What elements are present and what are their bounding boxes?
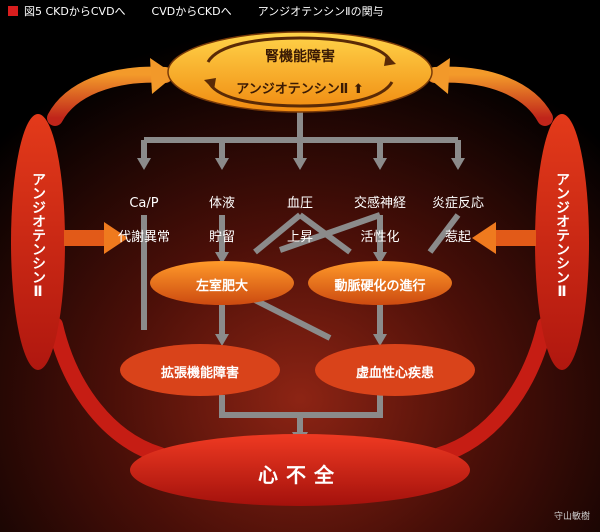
- red-square-marker: [8, 6, 18, 16]
- lvh-label: 左室肥大: [195, 279, 248, 294]
- swirl-top-head: [384, 54, 396, 66]
- arrowhead-right-top: [425, 58, 450, 94]
- ischemic-label: 虚血性心疾患: [355, 366, 434, 381]
- renal-dysfunction-oval: [167, 31, 433, 113]
- up-arrow-icon: ⬆: [352, 82, 364, 97]
- top-subtitle: アンジオテンシンⅡ: [236, 82, 349, 97]
- top-title: 腎機能障害: [265, 49, 335, 65]
- top-subtitle-row: アンジオテンシンⅡ ⬆: [200, 78, 400, 97]
- factor-2-line1: 体液: [208, 196, 235, 211]
- right-side-arrow-shaft: [496, 230, 536, 246]
- heart-failure-oval: [130, 434, 470, 506]
- swirl-bottom: [208, 81, 394, 108]
- arc-right-top: [427, 66, 553, 126]
- flow-arrowheads: [137, 158, 465, 446]
- factor-5-line2: 惹起: [444, 230, 471, 245]
- atherosclerosis-label: 動脈硬化の進行: [334, 279, 426, 294]
- right-angiotensin-ellipse: [535, 114, 589, 370]
- heart-failure-label: 心不全: [258, 463, 342, 487]
- arrowhead-ath-1: [373, 252, 387, 264]
- arc-left-bottom: [47, 317, 168, 463]
- figure-subtitle-1: CVDからCKDへ: [151, 5, 232, 18]
- figure-label: 図5 CKDからCVDへ: [24, 5, 126, 18]
- arrow-factor3-lvh: [253, 212, 302, 255]
- lvh-pill: [150, 261, 294, 305]
- arrowhead-left-top: [150, 58, 175, 94]
- arrowhead-factor-1: [137, 158, 151, 170]
- right-angiotensin-label: アンジオテンシンⅡ: [554, 172, 570, 300]
- arc-right-bottom: [432, 317, 553, 463]
- left-angiotensin-ellipse: [11, 114, 65, 370]
- left-side-arrow-shaft: [64, 230, 104, 246]
- arrowhead-diastolic: [215, 334, 229, 346]
- factor-3-line2: 上昇: [286, 230, 313, 245]
- diastolic-label: 拡張機能障害: [160, 366, 239, 381]
- factor-4-line1: 交感神経: [353, 196, 406, 211]
- arrow-factor4-lvh: [279, 212, 381, 253]
- credit-text: 守山敏樹: [553, 512, 590, 522]
- arrowhead-lvh-1: [215, 252, 229, 264]
- arc-left-top: [47, 66, 173, 126]
- ischemic-pill: [315, 344, 475, 396]
- factor-1-line2: 代謝異常: [117, 230, 170, 245]
- diastolic-pill: [120, 344, 280, 396]
- left-side-arrow-head: [104, 222, 128, 254]
- factor-3: 血圧 上昇: [270, 178, 330, 263]
- atherosclerosis-pill: [308, 261, 452, 305]
- arrowhead-factor-4: [373, 158, 387, 170]
- factor-4: 交感神経 活性化: [340, 178, 420, 263]
- arrowhead-factor-3: [293, 158, 307, 170]
- left-angiotensin-label: アンジオテンシンⅡ: [30, 172, 46, 300]
- factor-2-line2: 貯留: [208, 230, 235, 245]
- arrow-lvh-ischemic: [253, 297, 332, 341]
- factor-5: 炎症反応 惹起: [418, 178, 498, 263]
- factor-5-line1: 炎症反応: [431, 196, 484, 211]
- figure-header: 図5 CKDからCVDへ CVDからCKDへ アンジオテンシンⅡの関与: [0, 0, 600, 22]
- factor-3-line1: 血圧: [286, 196, 313, 211]
- factor-4-line2: 活性化: [360, 230, 400, 245]
- factor-1: Ca/P 代謝異常: [104, 178, 184, 263]
- swirl-bottom-head: [204, 78, 216, 90]
- figure-subtitle-2: アンジオテンシンⅡの関与: [257, 5, 384, 18]
- flow-arrows: [141, 110, 461, 432]
- arrowhead-factor-5: [451, 158, 465, 170]
- right-side-arrow-head: [472, 222, 496, 254]
- arrowhead-factor-2: [215, 158, 229, 170]
- factor-1-line1: Ca/P: [129, 196, 159, 211]
- arrow-factor5-ath: [427, 213, 461, 254]
- arrowhead-ischemic: [373, 334, 387, 346]
- swirl-top: [206, 36, 392, 63]
- factor-2: 体液 貯留: [192, 178, 252, 263]
